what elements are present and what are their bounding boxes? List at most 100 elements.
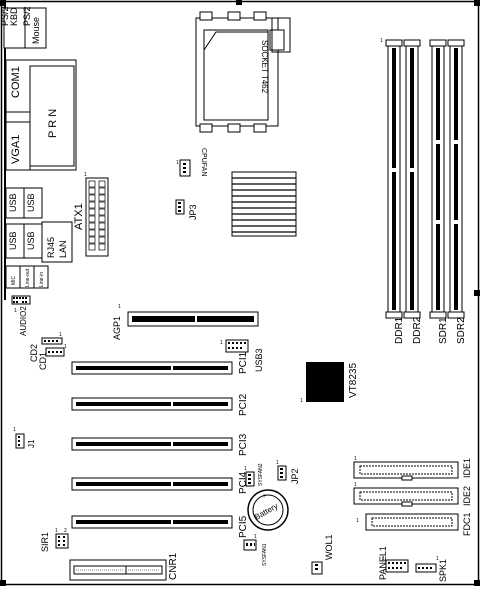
corner-mark (0, 0, 6, 6)
sir1-pin2: 2 (64, 528, 67, 534)
panel1-pin1: 1 (382, 556, 385, 562)
j1-pin1: 1 (13, 427, 16, 433)
cd2-pin1: 1 (59, 332, 62, 338)
cd1-header (45, 347, 65, 357)
sysfan2-label: SYSFAN2 (258, 463, 264, 486)
sysfan1-label: SYSFAN1 (262, 543, 268, 566)
fdc1-label: FDC1 (462, 512, 472, 536)
vga-port (5, 121, 31, 171)
cd2-pins (44, 340, 58, 342)
jp3-header (175, 199, 185, 215)
cd1-label: CD1 (38, 352, 48, 370)
sir1-label: SIR1 (40, 532, 50, 552)
sysfan2-pin1: 1 (244, 466, 247, 472)
audio2-header (11, 295, 31, 305)
pci1-label: PCI1 (238, 351, 249, 374)
pci2-slot (71, 397, 233, 411)
cd1-pins (48, 351, 62, 353)
corner-mark (474, 580, 480, 586)
panel1-header (385, 559, 409, 573)
j1-header (15, 433, 25, 449)
corner-mark (474, 0, 480, 6)
cnr1-inner (73, 565, 163, 575)
sir1-pin1: 1 (55, 528, 58, 534)
vt8235-label: VT8235 (348, 363, 359, 398)
usb-label-b: USB (26, 193, 36, 212)
com1-label: COM1 (10, 66, 22, 98)
pci4-label: PCI4 (238, 471, 249, 494)
usb3-label: USB3 (254, 348, 264, 372)
ps2-kbd-label-1: PS/2 (0, 6, 10, 26)
cmos-battery (247, 489, 289, 531)
corner-mark (0, 580, 6, 586)
agp1-pin1: 1 (118, 304, 121, 310)
ide2-pin1: 1 (354, 482, 357, 488)
j1-pins (18, 436, 20, 446)
rj45-label-2: LAN (58, 240, 68, 258)
spk1-header (415, 563, 437, 573)
pci5-slot (71, 515, 233, 529)
spk1-label: SPK1 (438, 559, 448, 582)
line-in-label: Line-in (39, 272, 45, 287)
sdr1-slot (429, 39, 447, 319)
cpu-socket-lever-arm (271, 17, 291, 53)
panel1-label: PANEL1 (378, 546, 388, 580)
corner-mark (474, 290, 480, 296)
jp2-header (277, 465, 287, 481)
corner-mark (236, 0, 242, 5)
cpufan-label: CPUFAN (200, 148, 207, 176)
cnr1-label: CNR1 (168, 552, 179, 580)
atx1-pins (88, 180, 106, 251)
ddr1-slot (385, 39, 403, 319)
ps2-mouse-label-2: Mouse (31, 17, 41, 44)
cpufan-pins (183, 163, 186, 173)
cpufan-pin1: 1 (176, 160, 179, 166)
atx1-pin1: 1 (84, 172, 87, 178)
atx1-connector (85, 177, 109, 257)
usb-label-a: USB (8, 193, 18, 212)
socket-label: SOCKET T462 (260, 40, 269, 94)
pci3-label: PCI3 (238, 433, 249, 456)
cpu-retention-tabs (199, 11, 267, 133)
sysfan1-header (243, 539, 257, 551)
usb3-pin1: 1 (220, 340, 223, 346)
fdc1-connector (365, 513, 459, 531)
prn-label: P R N (47, 109, 59, 138)
jp3-label: JP3 (188, 204, 198, 220)
wol1-pins (315, 564, 318, 570)
atx1-label: ATX1 (73, 203, 85, 230)
usb-label-d: USB (26, 231, 36, 250)
mic-label: MIC (11, 275, 17, 285)
ddr1-pin1: 1 (380, 38, 383, 44)
jp2-pin1: 1 (276, 460, 279, 466)
northbridge-heatsink (231, 171, 297, 237)
sir1-pins (58, 536, 65, 546)
sysfan1-pin1: 1 (254, 534, 257, 540)
battery-inner (252, 494, 284, 526)
pci3-slot (71, 437, 233, 451)
vga1-label: VGA1 (10, 135, 22, 164)
cd1-pin1: 1 (64, 344, 67, 350)
audio2-label: AUDIO2 (19, 306, 28, 336)
line-out-label: Line-out (25, 268, 31, 287)
j1-label: J1 (27, 439, 36, 448)
audio2-pins (13, 297, 27, 303)
pci5-label: PCI5 (238, 515, 249, 538)
sysfan1-pins (246, 543, 255, 546)
jp3-pins (178, 202, 181, 212)
ps2-mouse-label-1: PS/2 (22, 6, 32, 26)
cd2-label: CD2 (29, 344, 39, 362)
ps2-kbd-label-2: KBD (9, 7, 19, 26)
ddr2-label: DDR2 (412, 316, 423, 344)
sdr2-slot (447, 39, 465, 319)
ide1-key (401, 475, 413, 481)
prn-port (29, 65, 75, 167)
sir1-header (55, 533, 69, 549)
agp1-contacts (132, 316, 254, 322)
fdc1-pin1: 1 (356, 518, 359, 524)
sysfan2-pins (248, 474, 251, 484)
ddr1-label: DDR1 (394, 316, 405, 344)
ide1-pin1: 1 (354, 456, 357, 462)
pci2-label: PCI2 (238, 393, 249, 416)
